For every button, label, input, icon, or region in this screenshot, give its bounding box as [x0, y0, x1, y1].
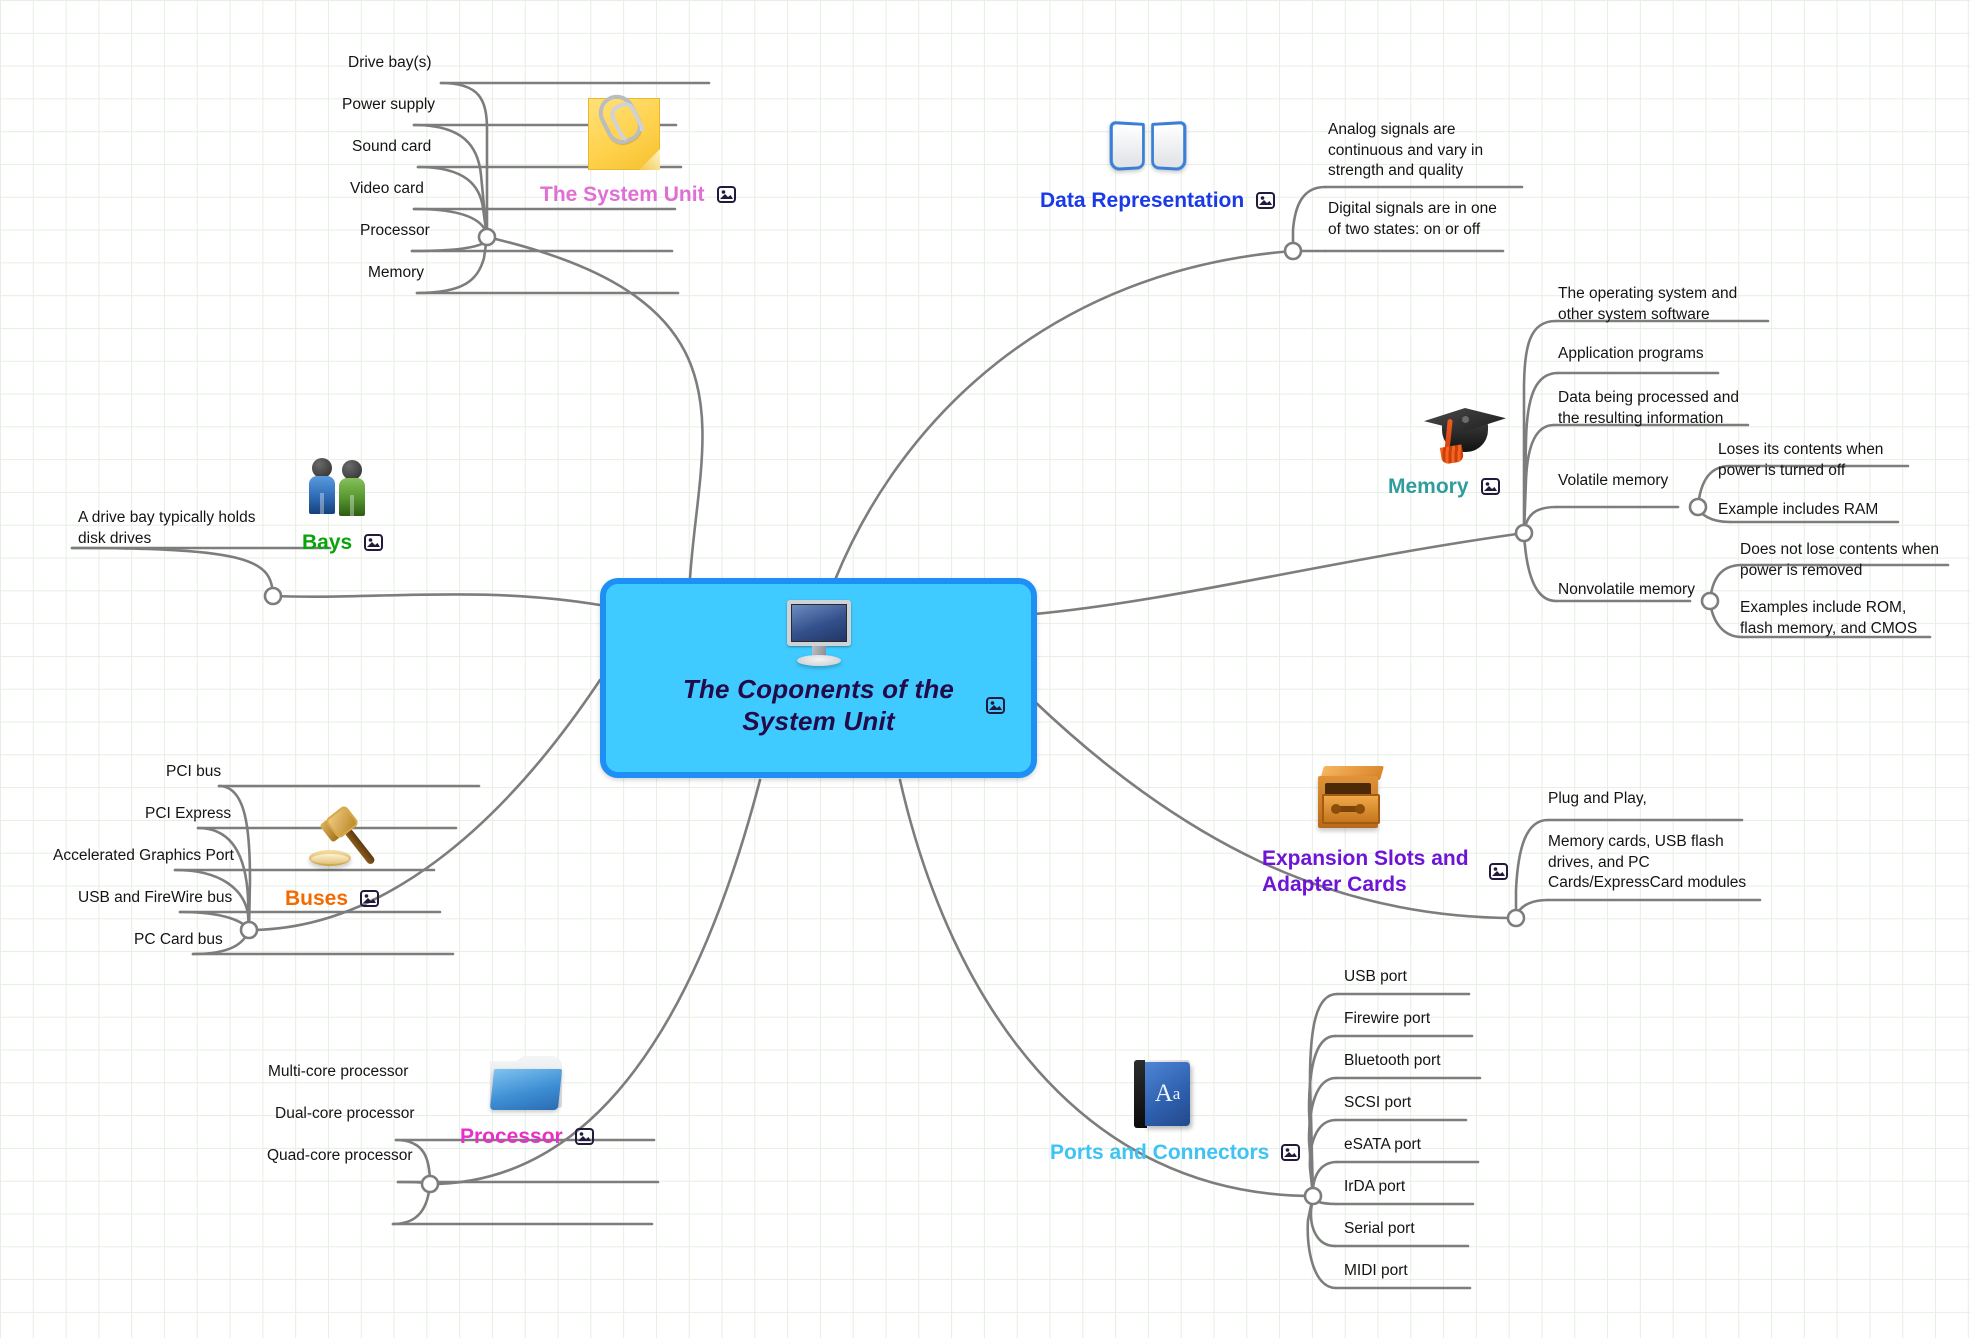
central-node[interactable]: The Coponents of the System Unit	[600, 578, 1037, 778]
leaf-pci-bus[interactable]: PCI bus	[166, 763, 222, 780]
image-placeholder-icon[interactable]	[574, 1128, 594, 1146]
leaf-does-not-lose[interactable]: Does not lose contents when power is rem…	[1740, 541, 1940, 579]
image-placeholder-icon[interactable]	[1489, 863, 1508, 881]
branch-label-processor: Processor	[460, 1125, 563, 1148]
leaf-quad-core[interactable]: Quad-core processor	[267, 1147, 413, 1164]
image-placeholder-icon[interactable]	[986, 697, 1005, 714]
branch-label-data-representation: Data Representation	[1040, 189, 1245, 212]
leaf-drive-bays[interactable]: Drive bay(s)	[348, 54, 432, 71]
sticky-note-paperclip-icon	[588, 88, 660, 170]
leaf-data-processed[interactable]: Data being processed and the resulting i…	[1558, 389, 1739, 427]
leaf-sound-card[interactable]: Sound card	[352, 138, 432, 155]
leaf-example-ram[interactable]: Example includes RAM	[1718, 501, 1879, 518]
branch-buses[interactable]: Buses	[285, 804, 380, 912]
leaf-digital-signals[interactable]: Digital signals are in one of two states…	[1328, 200, 1497, 238]
leaf-pc-card-bus[interactable]: PC Card bus	[134, 931, 223, 948]
leaf-power-supply[interactable]: Power supply	[342, 96, 436, 113]
branch-label-expansion-slots: Expansion Slots and Adapter Cards	[1262, 847, 1469, 896]
leaf-dual-core[interactable]: Dual-core processor	[275, 1105, 415, 1122]
branch-label-bays: Bays	[302, 531, 353, 554]
leaf-scsi-port[interactable]: SCSI port	[1344, 1094, 1412, 1111]
leaf-agp[interactable]: Accelerated Graphics Port	[53, 847, 234, 864]
folder-icon	[489, 1056, 563, 1112]
branch-processor[interactable]: Processor	[460, 1056, 594, 1150]
leaf-analog-signals[interactable]: Analog signals are continuous and vary i…	[1328, 121, 1484, 180]
branch-data-representation[interactable]: Data Representation	[1040, 118, 1276, 214]
leaf-multi-core[interactable]: Multi-core processor	[268, 1063, 409, 1080]
gavel-icon	[307, 804, 383, 876]
leaf-processor-su[interactable]: Processor	[360, 222, 430, 239]
leaf-volatile-memory[interactable]: Volatile memory	[1558, 472, 1669, 489]
leaf-memory-cards[interactable]: Memory cards, USB flash drives, and PC C…	[1548, 833, 1747, 892]
graduation-cap-icon	[1424, 400, 1506, 465]
leaf-application-programs[interactable]: Application programs	[1558, 345, 1704, 362]
branch-system-unit[interactable]: The System Unit	[540, 88, 736, 208]
branch-memory[interactable]: Memory	[1388, 400, 1500, 500]
image-placeholder-icon[interactable]	[1281, 1144, 1301, 1162]
image-placeholder-icon[interactable]	[360, 890, 380, 908]
branch-expansion-slots[interactable]: Expansion Slots and Adapter Cards	[1262, 766, 1508, 897]
leaf-nonvolatile-memory[interactable]: Nonvolatile memory	[1558, 581, 1695, 598]
image-placeholder-icon[interactable]	[716, 186, 736, 204]
leaf-bluetooth-port[interactable]: Bluetooth port	[1344, 1052, 1441, 1069]
central-node-title: The Coponents of the System Unit	[682, 674, 955, 736]
leaf-operating-system[interactable]: The operating system and other system so…	[1558, 285, 1738, 323]
leaf-esata-port[interactable]: eSATA port	[1344, 1136, 1421, 1153]
leaf-plug-and-play[interactable]: Plug and Play,	[1548, 790, 1647, 807]
branch-label-memory: Memory	[1388, 475, 1469, 498]
branch-label-buses: Buses	[285, 887, 349, 910]
monitor-icon	[783, 600, 855, 666]
image-placeholder-icon[interactable]	[364, 534, 384, 552]
leaf-memory-su[interactable]: Memory	[368, 264, 424, 281]
open-book-icon	[1109, 118, 1187, 176]
leaf-firewire-port[interactable]: Firewire port	[1344, 1010, 1431, 1027]
file-cabinet-icon	[1318, 766, 1386, 836]
image-placeholder-icon[interactable]	[1480, 478, 1500, 496]
branch-label-ports-connectors: Ports and Connectors	[1050, 1141, 1270, 1164]
leaf-irda-port[interactable]: IrDA port	[1344, 1178, 1406, 1195]
leaf-examples-rom[interactable]: Examples include ROM, flash memory, and …	[1740, 599, 1918, 637]
branch-label-system-unit: The System Unit	[540, 183, 705, 206]
leaf-usb-firewire[interactable]: USB and FireWire bus	[78, 889, 233, 906]
leaf-usb-port[interactable]: USB port	[1344, 968, 1407, 985]
leaf-drive-bay-holds[interactable]: A drive bay typically holds disk drives	[78, 509, 256, 547]
leaf-video-card[interactable]: Video card	[350, 180, 424, 197]
leaf-pci-express[interactable]: PCI Express	[145, 805, 232, 822]
two-people-icon	[308, 456, 370, 518]
image-placeholder-icon[interactable]	[1256, 192, 1276, 210]
leaf-midi-port[interactable]: MIDI port	[1344, 1262, 1408, 1279]
leaf-loses-contents[interactable]: Loses its contents when power is turned …	[1718, 441, 1884, 479]
leaf-serial-port[interactable]: Serial port	[1344, 1220, 1415, 1237]
branch-bays[interactable]: Bays	[302, 456, 384, 556]
